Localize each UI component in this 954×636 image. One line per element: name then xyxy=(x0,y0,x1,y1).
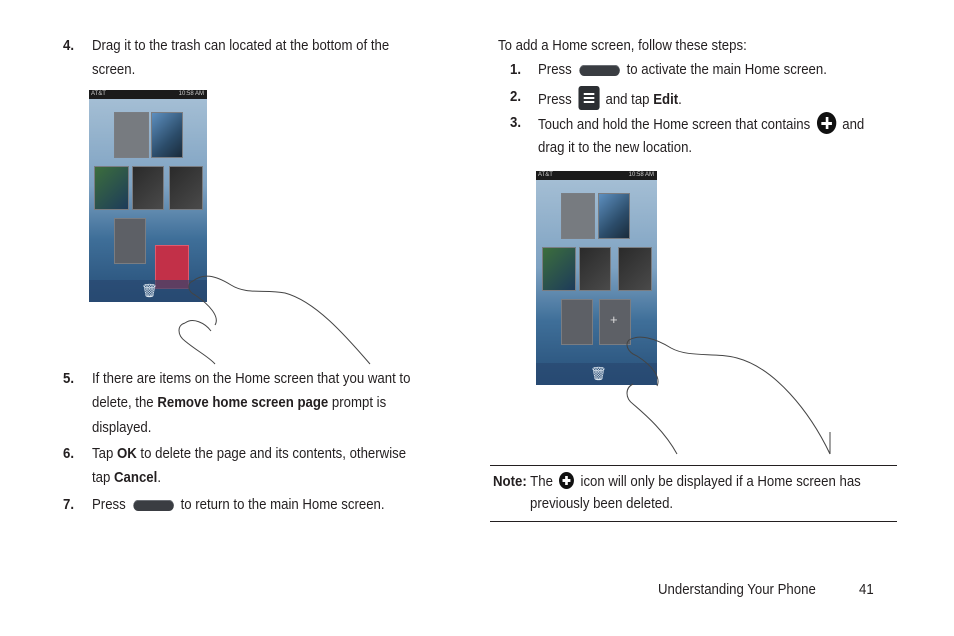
step-5-text-line2: delete, the Remove home screen page prom… xyxy=(92,394,387,411)
home-button-icon xyxy=(132,499,174,511)
step-2-text: Press and tap Edit. xyxy=(538,86,682,112)
note-top-rule xyxy=(490,465,897,466)
page-thumb xyxy=(132,166,164,210)
step-6-text-line2: tap Cancel. xyxy=(92,469,161,486)
page-thumb xyxy=(114,218,146,264)
add-page-thumb: + xyxy=(599,299,631,345)
menu-key-icon xyxy=(578,86,600,110)
hand-pointer-icon xyxy=(626,336,831,455)
step-4-text-line2: screen. xyxy=(92,61,136,78)
status-bar: AT&T 10:58 AM xyxy=(89,90,207,99)
step-2-number: 2. xyxy=(510,88,522,105)
trash-icon: 🗑 xyxy=(590,366,607,381)
trash-area: 🗑 xyxy=(89,280,207,302)
status-bar: AT&T 10:58 AM xyxy=(536,171,657,180)
add-plus-icon xyxy=(559,471,575,489)
step-5-text-line3: displayed. xyxy=(92,419,152,436)
footer-section-title: Understanding Your Phone xyxy=(658,581,816,598)
step-4-number: 4. xyxy=(63,37,75,54)
add-plus-icon xyxy=(816,112,836,134)
page-thumb xyxy=(579,247,611,291)
page-thumb xyxy=(94,166,129,210)
trash-area: 🗑 xyxy=(536,363,657,385)
step-7-text: Press to return to the main Home screen. xyxy=(92,496,385,513)
step-3-text-line1: Touch and hold the Home screen that cont… xyxy=(538,112,864,136)
page-thumb xyxy=(151,112,183,158)
edit-label: Edit xyxy=(653,90,679,108)
ok-label: OK xyxy=(116,445,137,462)
note-text-line1: Note: The icon will only be displayed if… xyxy=(493,471,861,490)
hand-pointer-icon xyxy=(178,275,371,365)
page-thumb xyxy=(618,247,652,291)
step-6-text-line1: Tap OK to delete the page and its conten… xyxy=(92,445,407,462)
page-thumb xyxy=(169,166,203,210)
page-number: 41 xyxy=(859,581,874,598)
step-4-text-line1: Drag it to the trash can located at the … xyxy=(92,37,390,54)
step-6-number: 6. xyxy=(63,445,75,462)
note-text-line2: previously been deleted. xyxy=(530,495,674,512)
cancel-label: Cancel xyxy=(114,469,158,486)
screenshot-delete-page: AT&T 10:58 AM 🗑 xyxy=(89,90,207,302)
note-bottom-rule xyxy=(490,521,897,522)
page-thumb xyxy=(561,193,595,239)
add-home-screen-intro: To add a Home screen, follow these steps… xyxy=(498,37,747,54)
remove-home-screen-page-prompt-label: Remove home screen page xyxy=(157,394,329,411)
page-thumb xyxy=(561,299,593,345)
step-3-number: 3. xyxy=(510,114,522,131)
screenshot-add-home-screen: AT&T 10:58 AM + 🗑 xyxy=(536,171,657,385)
step-1-number: 1. xyxy=(510,61,522,78)
trash-icon: 🗑 xyxy=(141,283,158,298)
step-3-text-line2: drag it to the new location. xyxy=(538,139,693,156)
step-7-number: 7. xyxy=(63,496,75,513)
step-1-text: Press to activate the main Home screen. xyxy=(538,61,827,78)
page-thumb xyxy=(542,247,576,291)
page-thumb xyxy=(598,193,630,239)
step-5-number: 5. xyxy=(63,370,75,387)
page-thumb xyxy=(114,112,149,158)
step-5-text-line1: If there are items on the Home screen th… xyxy=(92,370,411,387)
home-button-icon xyxy=(578,64,620,76)
add-plus-icon: + xyxy=(610,312,618,327)
note-label: Note: xyxy=(493,473,527,490)
